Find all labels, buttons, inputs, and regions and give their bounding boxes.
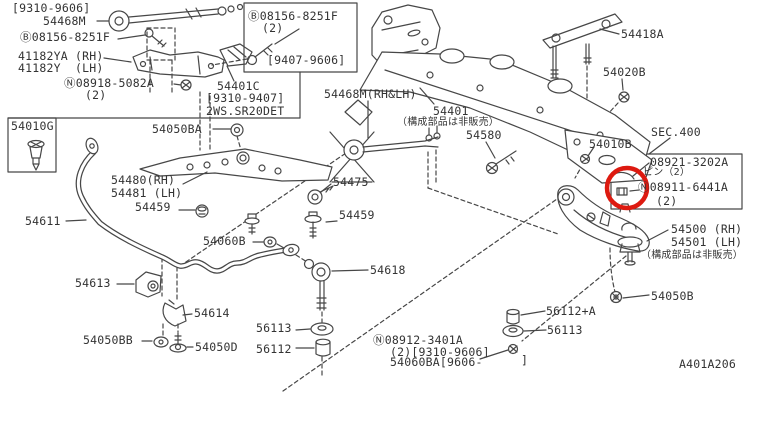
part-08912-3401a: Ⓝ08912-3401A [373,333,464,347]
washer-54050ba [230,123,244,137]
range-9310-9606-top: [9310-9606] [12,1,91,15]
nut-54459-left [195,204,209,218]
part-54481-lh: 54481 (LH) [111,186,183,200]
transverse-link-rod [329,100,441,183]
bracket-close-54060ba: ] [521,353,529,367]
dashed-lines [146,27,627,392]
part-54475: 54475 [333,175,369,189]
part-54010b: 54010B [589,137,632,151]
crossmember [344,48,653,184]
nut-54050b [609,290,623,304]
bolt-extra-mid [244,213,260,235]
sec-400-ref: SEC.400 [651,125,701,139]
part-41182ya-rh: 41182YA (RH) [18,49,104,63]
part-08156-8251f-left: Ⓑ08156-8251F [20,30,111,44]
frame-lines [7,2,743,210]
part-54468m-rhlh: 54468M(RH&LH) [324,87,417,101]
washer-54050bb [153,336,169,348]
qty-08918-5082a: (2) [85,88,107,102]
range-08912-3401a: (2)[9310-9606] [390,345,490,359]
clip-54010g [27,139,45,171]
part-56112-mid: 56112 [256,342,292,356]
stabilizer-link-54618 [303,258,331,311]
part-54418a: 54418A [621,27,664,41]
note-pin-qty: ピン（2） [643,167,691,178]
bolt-08156-top [246,43,273,66]
highlight-circle [604,165,650,211]
bolt-54050d [169,332,187,353]
part-56113-mid: 56113 [256,321,292,335]
part-08921-3202a: 08921-3202A [650,155,729,169]
part-41182y-lh: 41182Y (LH) [18,61,104,75]
part-56112a: 56112+A [546,304,596,318]
part-54401: 54401 [433,104,469,118]
part-54020b: 54020B [603,65,646,79]
part-08156-8251f-top: Ⓑ08156-8251F [248,9,339,23]
part-54459-left: 54459 [135,200,171,214]
part-54050ba: 54050BA [152,122,202,136]
bolt-54459-mid [304,211,322,239]
part-54468m: 54468M [43,14,86,28]
bushing-56112-mid [315,338,331,357]
part-56113-right: 56113 [547,323,583,337]
part-08911-6441a: Ⓝ08911-6441A [638,180,729,194]
bushing-56112a [506,308,520,325]
part-54010g: 54010G [11,119,54,133]
part-54618: 54618 [370,263,406,277]
part-54501-lh: 54501 (LH) [671,235,743,249]
bolt-54580 [485,150,517,175]
clamp-54614 [162,299,187,327]
stabilizer-bar [75,137,300,274]
part-54611: 54611 [25,214,61,228]
figure-code: A401A206 [679,357,736,371]
part-54060b: 54060B [203,234,246,248]
lower-control-arm [557,171,650,266]
note-54500-not-sold: （構成部品は非販売） [641,250,743,261]
model-2ws-sr20det: 2WS.SR20DET [206,104,285,118]
washer-54060b [263,236,277,248]
qty-08911-6441a: (2) [656,194,678,208]
bushing-54613 [135,271,162,298]
part-54614: 54614 [194,306,230,320]
tension-rod-assembly [108,3,253,91]
qty-08156-8251f: (2) [262,21,284,35]
part-54500-rh: 54500 (RH) [671,222,743,236]
gusset-plate-54480 [139,148,333,182]
range-54401c: [9310-9407] [206,91,285,105]
part-54580: 54580 [466,128,502,142]
part-54613: 54613 [75,276,111,290]
washer-56113-right [502,324,524,338]
part-54401c: 54401C [217,79,260,93]
note-54401-not-sold: （構成部品は非販売） [397,117,499,128]
part-54050d: 54050D [195,340,238,354]
washer-56113-mid [310,322,334,336]
range-9407-9606: [9407-9606] [267,53,346,67]
part-54050bb: 54050BB [83,333,133,347]
nut-54020b [618,91,630,103]
nut-54010b [579,153,591,165]
part-54480-rh: 54480(RH) [111,173,176,187]
leader-lines [65,20,671,360]
part-54060ba: 54060BA[9606- [390,355,483,369]
nut-bottom-right [507,343,519,355]
part-08918-5082a: Ⓝ08918-5082A [64,76,155,90]
part-54459-mid: 54459 [339,208,375,222]
bolt-54475 [307,185,334,205]
part-54050b: 54050B [651,289,694,303]
stay-plate-54418a [542,13,623,79]
